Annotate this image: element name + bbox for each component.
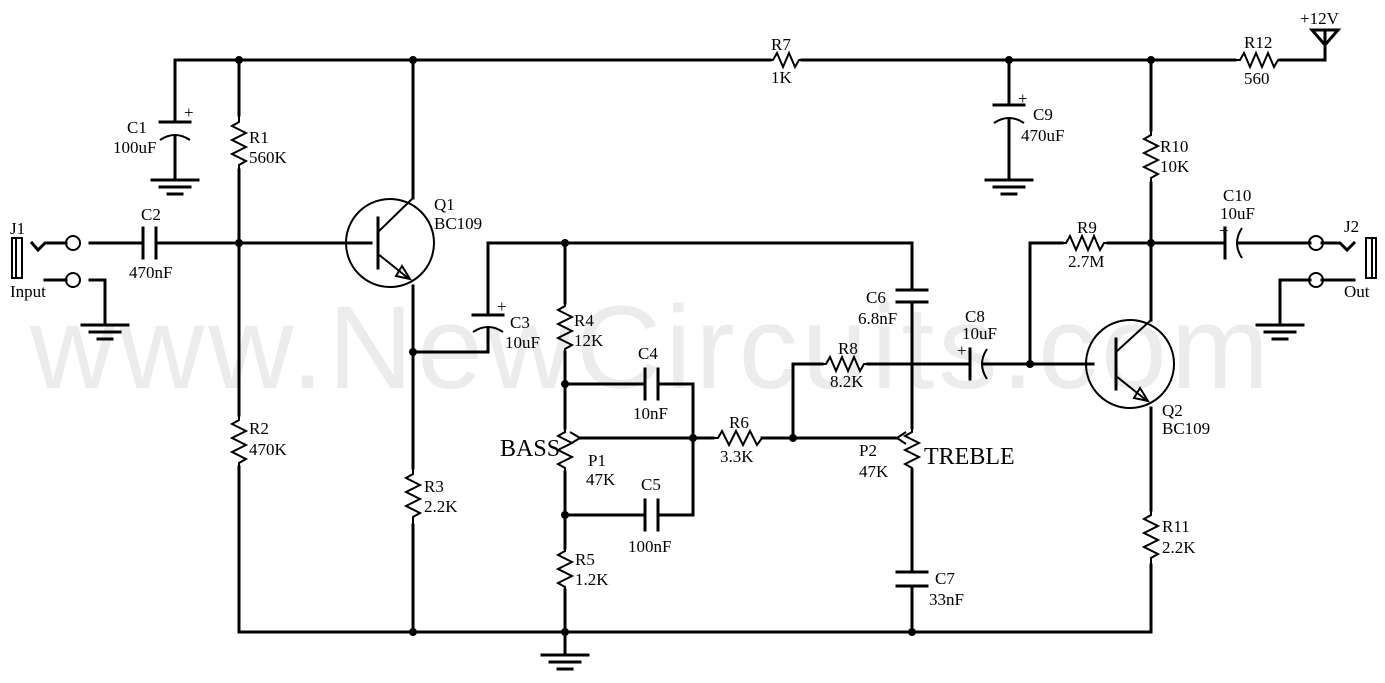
c9-value: 470uF xyxy=(1021,126,1064,145)
c5-value: 100nF xyxy=(628,537,671,556)
c8-ref: C8 xyxy=(965,307,985,326)
r12-value: 560 xyxy=(1244,69,1270,88)
p1-value: 47K xyxy=(586,470,616,489)
r2-value: 470K xyxy=(249,440,288,459)
j1-name: Input xyxy=(10,282,46,301)
j2-name: Out xyxy=(1344,282,1370,301)
r10-value: 10K xyxy=(1160,157,1190,176)
r12-ref: R12 xyxy=(1244,33,1272,52)
junction-dots xyxy=(235,56,1155,636)
r1-ref: R1 xyxy=(249,128,269,147)
r10-ref: R10 xyxy=(1160,137,1188,156)
r8-value: 8.2K xyxy=(830,372,864,391)
j2-ref: J2 xyxy=(1344,217,1359,236)
r7-value: 1K xyxy=(771,68,793,87)
polarity-marks: + + + + + xyxy=(184,89,1229,360)
supply-label: +12V xyxy=(1300,9,1340,28)
c8-value: 10uF xyxy=(962,324,997,343)
svg-text:+: + xyxy=(497,297,507,316)
potentiometers xyxy=(555,428,922,472)
c7-value: 33nF xyxy=(929,590,964,609)
r1-value: 560K xyxy=(249,148,288,167)
r11-value: 2.2K xyxy=(1162,538,1196,557)
c10-ref: C10 xyxy=(1223,186,1251,205)
c4-ref: C4 xyxy=(638,344,658,363)
c3-value: 10uF xyxy=(505,333,540,352)
c4-value: 10nF xyxy=(633,404,668,423)
q1-value: BC109 xyxy=(434,214,482,233)
p2-value: 47K xyxy=(859,462,889,481)
resistors xyxy=(229,50,1280,590)
labels: +12V J1 Input J2 Out C1 100uF R1 560K C2… xyxy=(10,9,1370,609)
ground-symbols xyxy=(80,178,1305,671)
c6-ref: C6 xyxy=(866,288,886,307)
svg-text:+: + xyxy=(1219,221,1229,240)
treble-label: TREBLE xyxy=(924,444,1015,470)
r8-ref: R8 xyxy=(838,339,858,358)
transistor-q2 xyxy=(1085,319,1175,409)
r3-value: 2.2K xyxy=(424,497,458,516)
c1-ref: C1 xyxy=(127,118,147,137)
r6-value: 3.3K xyxy=(720,447,754,466)
q2-ref: Q2 xyxy=(1162,401,1183,420)
svg-text:+: + xyxy=(1018,89,1028,108)
r6-ref: R6 xyxy=(729,413,749,432)
c1-value: 100uF xyxy=(113,138,156,157)
r11-ref: R11 xyxy=(1162,517,1190,536)
c2-ref: C2 xyxy=(141,205,161,224)
p2-ref: P2 xyxy=(859,441,877,460)
r2-ref: R2 xyxy=(249,419,269,438)
c6-value: 6.8nF xyxy=(858,309,897,328)
q2-value: BC109 xyxy=(1162,419,1210,438)
capacitors xyxy=(141,103,1243,588)
p1-ref: P1 xyxy=(588,451,606,470)
r3-ref: R3 xyxy=(424,477,444,496)
c3-ref: C3 xyxy=(510,313,530,332)
c2-value: 470nF xyxy=(129,263,172,282)
q1-ref: Q1 xyxy=(434,195,455,214)
r4-value: 12K xyxy=(574,331,604,350)
r7-ref: R7 xyxy=(771,35,791,54)
wires xyxy=(29,28,1357,657)
c5-ref: C5 xyxy=(641,475,661,494)
bass-label: BASS xyxy=(500,436,560,462)
c10-value: 10uF xyxy=(1220,204,1255,223)
r4-ref: R4 xyxy=(574,311,594,330)
svg-text:+: + xyxy=(957,341,967,360)
c7-ref: C7 xyxy=(935,569,955,588)
j1-ref: J1 xyxy=(10,219,25,238)
c9-ref: C9 xyxy=(1033,105,1053,124)
r5-value: 1.2K xyxy=(575,570,609,589)
svg-text:+: + xyxy=(184,103,194,122)
transistor-q1 xyxy=(345,197,435,288)
watermark: www.NewCircuits.com xyxy=(29,282,1273,414)
jack-contacts xyxy=(11,235,1377,288)
r5-ref: R5 xyxy=(575,550,595,569)
r9-value: 2.7M xyxy=(1068,252,1104,271)
r9-ref: R9 xyxy=(1077,218,1097,237)
